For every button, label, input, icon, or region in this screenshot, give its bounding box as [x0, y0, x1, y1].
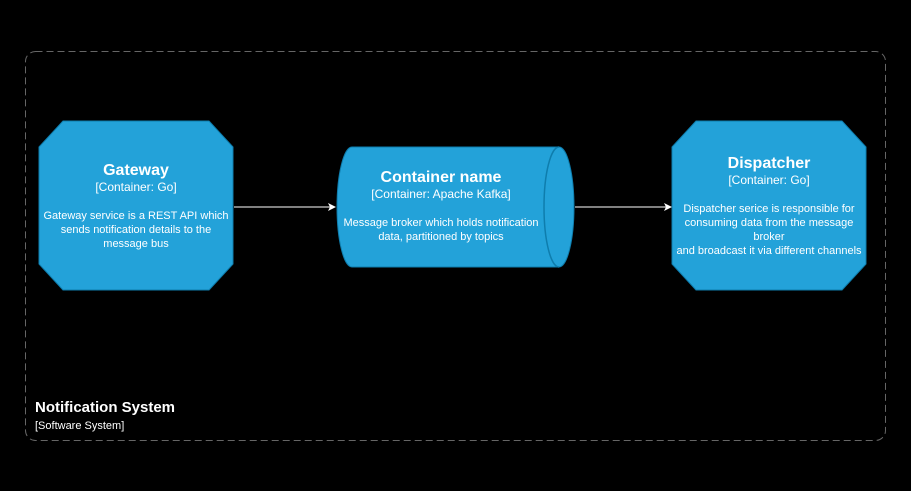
gateway-desc-line: sends notification details to the [60, 224, 212, 236]
dispatcher-shape[interactable] [671, 120, 867, 291]
gateway-tech: [Container: Go] [95, 180, 177, 194]
system-type: [Software System] [35, 420, 125, 432]
gateway-label: Gateway [Container: Go] Gateway service … [39, 161, 233, 251]
dispatcher-desc-line: and broadcast it via different channels [676, 245, 862, 257]
kafka-label: Container name [Container: Apache Kafka]… [330, 168, 552, 244]
dispatcher-tech: [Container: Go] [728, 173, 810, 187]
kafka-tech: [Container: Apache Kafka] [371, 187, 511, 201]
kafka-desc-line: data, partitioned by topics [378, 231, 504, 243]
dispatcher-desc-line: consuming data from the message [684, 217, 854, 229]
system-boundary-label: Notification System [Software System] [35, 399, 175, 433]
system-boundary [25, 51, 886, 441]
gateway-title: Gateway [103, 162, 169, 179]
system-title: Notification System [35, 399, 176, 416]
dispatcher-title: Dispatcher [727, 155, 811, 172]
kafka-title: Container name [380, 169, 502, 186]
dispatcher-desc-line: Dispatcher serice is responsible for [683, 203, 855, 215]
kafka-desc-line: Message broker which holds notification [343, 217, 539, 229]
dispatcher-label: Dispatcher [Container: Go] Dispatcher se… [666, 154, 872, 258]
dispatcher-desc-line: broker [753, 231, 785, 243]
gateway-description: Gateway service is a REST API which send… [39, 209, 233, 251]
kafka-shape[interactable] [336, 146, 575, 268]
gateway-shape[interactable] [38, 120, 234, 291]
gateway-desc-line: message bus [103, 238, 169, 250]
gateway-desc-line: Gateway service is a REST API which [43, 210, 229, 222]
dispatcher-description: Dispatcher serice is responsible for con… [666, 202, 872, 258]
kafka-description: Message broker which holds notification … [330, 216, 552, 244]
